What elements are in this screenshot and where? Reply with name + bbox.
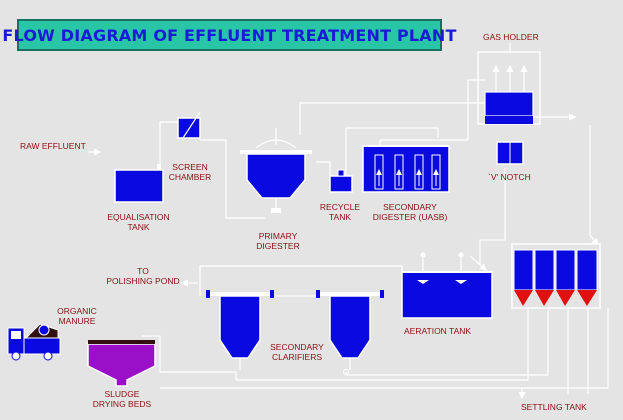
truck-icon bbox=[7, 323, 61, 361]
label-polishing-line2: POLISHING POND bbox=[106, 276, 180, 286]
label-equalisation-tank: EQUALISATION TANK bbox=[96, 212, 181, 232]
aeration-tank bbox=[401, 252, 493, 319]
label-manure-line1: ORGANIC bbox=[57, 306, 97, 316]
label-secondary-clarifiers: SECONDARY CLARIFIERS bbox=[262, 342, 332, 362]
label-primary-digester: PRIMARY DIGESTER bbox=[248, 231, 308, 251]
pipe-header bbox=[299, 102, 490, 135]
air-pipe-3 bbox=[469, 255, 487, 271]
label-equalisation-line1: EQUALISATION bbox=[107, 212, 170, 222]
recycle-tank bbox=[329, 169, 353, 193]
label-screen-line2: CHAMBER bbox=[168, 172, 212, 182]
equalisation-tank bbox=[114, 164, 164, 203]
secondary-clarifier-2 bbox=[316, 290, 384, 375]
label-equalisation-line2: TANK bbox=[127, 222, 150, 232]
pipe-bottom-return-3 bbox=[345, 308, 549, 376]
label-v-notch: `V' NOTCH bbox=[488, 172, 531, 182]
label-settling-tank: SETTLING TANK bbox=[521, 402, 587, 412]
label-to-polishing-pond: TO POLISHING POND bbox=[100, 266, 186, 286]
pipe-screen-to-primary bbox=[200, 139, 265, 219]
label-clarifiers-line2: CLARIFIERS bbox=[271, 352, 323, 362]
title-banner: FLOW DIAGRAM OF EFFLUENT TREATMENT PLANT bbox=[2, 19, 456, 51]
label-organic-manure: ORGANIC MANURE bbox=[52, 306, 102, 326]
pipe-vnotch-to-settling bbox=[479, 168, 506, 264]
label-sludge-line2: DRYING BEDS bbox=[92, 399, 152, 409]
diagram-title: FLOW DIAGRAM OF EFFLUENT TREATMENT PLANT bbox=[2, 25, 457, 45]
label-aeration-tank: AERATION TANK bbox=[404, 326, 472, 336]
pipe-gas-line bbox=[379, 79, 485, 148]
label-sludge-drying-beds: SLUDGE DRYING BEDS bbox=[84, 389, 160, 409]
label-secondary-digester: SECONDARY DIGESTER (UASB) bbox=[368, 202, 452, 222]
label-secondary-digester-line1: SECONDARY bbox=[383, 202, 437, 212]
label-recycle-line2: TANK bbox=[328, 212, 352, 222]
pipe-primary-to-recycle bbox=[316, 161, 331, 175]
gas-holder bbox=[477, 51, 541, 125]
label-sludge-line1: SLUDGE bbox=[104, 389, 140, 399]
label-recycle-line1: RECYCLE bbox=[319, 202, 361, 212]
secondary-clarifier-1 bbox=[206, 290, 274, 370]
label-gas-holder: GAS HOLDER bbox=[483, 32, 539, 42]
pipe-aeration-to-clarifier bbox=[199, 265, 403, 296]
label-clarifiers-line1: SECONDARY bbox=[270, 342, 324, 352]
pipe-recycle-up bbox=[345, 127, 439, 176]
pipe-bottom-return-1 bbox=[160, 308, 609, 389]
settling-tank bbox=[511, 243, 601, 309]
pipe-right-to-settling bbox=[589, 125, 599, 246]
pipe-to-sludge-bed bbox=[142, 335, 236, 373]
label-raw-effluent: RAW EFFLUENT bbox=[20, 141, 86, 151]
label-primary-line2: DIGESTER bbox=[256, 241, 300, 251]
label-recycle-tank: RECYCLE TANK bbox=[314, 202, 366, 222]
label-screen-chamber: SCREEN CHAMBER bbox=[165, 162, 215, 182]
screen-chamber bbox=[177, 111, 201, 139]
secondary-digester bbox=[362, 145, 450, 193]
pipe-bottom-return-2 bbox=[235, 308, 529, 381]
label-screen-line1: SCREEN bbox=[172, 162, 208, 172]
label-primary-line1: PRIMARY bbox=[258, 231, 298, 241]
v-notch bbox=[496, 141, 524, 165]
label-manure-line2: MANURE bbox=[58, 316, 96, 326]
primary-digester bbox=[240, 128, 312, 213]
label-polishing-line1: TO bbox=[137, 266, 149, 276]
label-secondary-digester-line2: DIGESTER (UASB) bbox=[372, 212, 448, 222]
sludge-drying-bed bbox=[87, 340, 156, 387]
